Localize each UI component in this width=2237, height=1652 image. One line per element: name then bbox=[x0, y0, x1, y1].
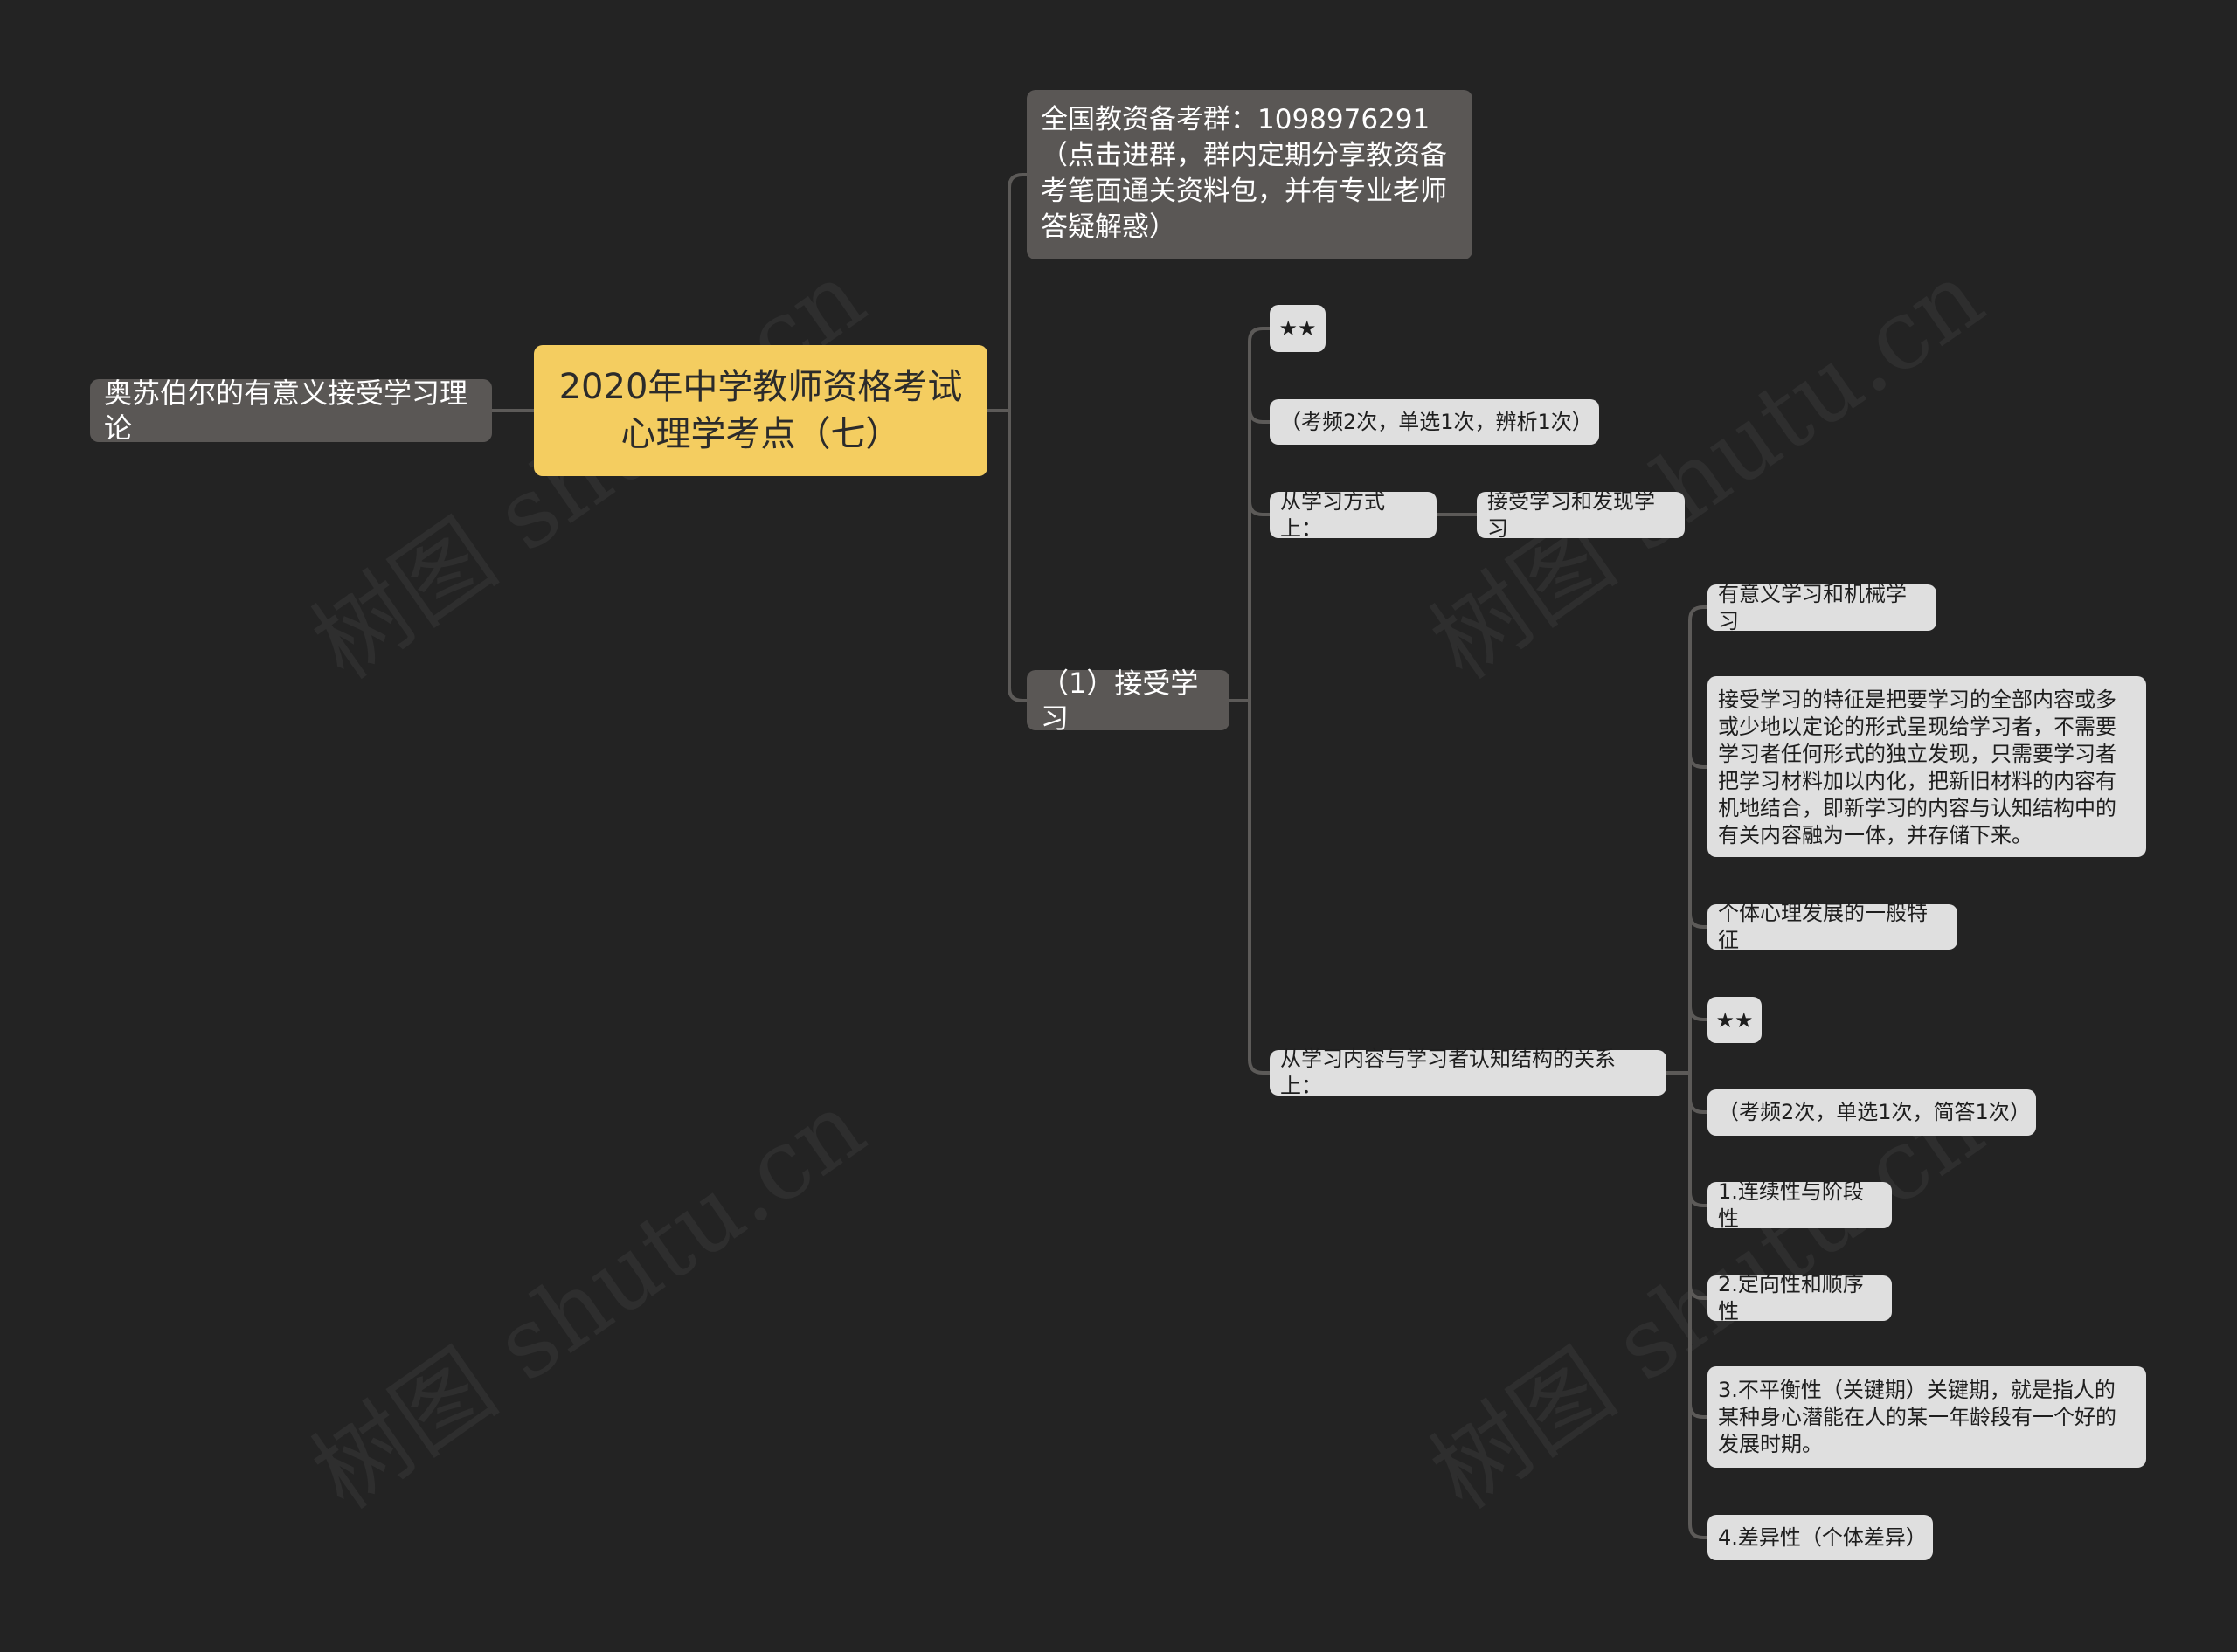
list-item-label: 接受学习的特征是把要学习的全部内容或多或少地以定论的形式呈现给学习者，不需要学习… bbox=[1718, 688, 2116, 847]
by-relation-node[interactable]: 从学习内容与学习者认知结构的关系上： bbox=[1270, 1047, 1666, 1098]
list-item-label: 1.连续性与阶段性 bbox=[1718, 1179, 1864, 1231]
frequency-node-2[interactable]: （考频2次，单选1次，简答1次） bbox=[1707, 1089, 2036, 1136]
left-topic-node[interactable]: 奥苏伯尔的有意义接受学习理论 bbox=[90, 377, 492, 445]
meaningful-rote-node[interactable]: 有意义学习和机械学习 bbox=[1707, 582, 1936, 633]
receive-discovery-node[interactable]: 接受学习和发现学习 bbox=[1477, 489, 1685, 541]
stars-icon: ★★ bbox=[1715, 1007, 1754, 1033]
by-method-label: 从学习方式上： bbox=[1280, 488, 1385, 541]
group-note-node[interactable]: 全国教资备考群：1098976291（点击进群，群内定期分享教资备考笔面通关资料… bbox=[1027, 90, 1472, 259]
stars-icon: ★★ bbox=[1278, 316, 1317, 341]
dev-feature-node[interactable]: 个体心理发展的一般特征 bbox=[1707, 901, 1957, 952]
left-topic-label: 奥苏伯尔的有意义接受学习理论 bbox=[104, 377, 468, 445]
list-item-label: 3.不平衡性（关键期）关键期，就是指人的某种身心潜能在人的某一年龄段有一个好的发… bbox=[1718, 1378, 2116, 1456]
receive-feature-node[interactable]: 接受学习的特征是把要学习的全部内容或多或少地以定论的形式呈现给学习者，不需要学习… bbox=[1707, 676, 2146, 857]
root-title-line1: 2020年中学教师资格考试 bbox=[558, 367, 963, 407]
direction-node[interactable]: 2.定向性和顺序性 bbox=[1707, 1272, 1892, 1324]
list-item-label: 有意义学习和机械学习 bbox=[1718, 581, 1907, 633]
root-topic-node[interactable]: 2020年中学教师资格考试 心理学考点（七） bbox=[534, 345, 987, 476]
list-item-label: 个体心理发展的一般特征 bbox=[1718, 901, 1928, 952]
stars-node[interactable]: ★★ bbox=[1270, 305, 1326, 352]
list-item-label: （考频2次，单选1次，简答1次） bbox=[1718, 1100, 2031, 1124]
frequency-node[interactable]: （考频2次，单选1次，辨析1次） bbox=[1270, 399, 1599, 445]
frequency-label: （考频2次，单选1次，辨析1次） bbox=[1280, 409, 1593, 434]
root-title-line2: 心理学考点（七） bbox=[620, 414, 901, 454]
continuity-node[interactable]: 1.连续性与阶段性 bbox=[1707, 1179, 1892, 1231]
group-note-text: 全国教资备考群：1098976291（点击进群，群内定期分享教资备考笔面通关资料… bbox=[1041, 104, 1447, 243]
receive-learning-node[interactable]: （1）接受学习 bbox=[1027, 667, 1229, 735]
receive-learning-label: （1）接受学习 bbox=[1041, 666, 1199, 735]
by-method-node[interactable]: 从学习方式上： bbox=[1270, 489, 1437, 541]
by-relation-label: 从学习内容与学习者认知结构的关系上： bbox=[1280, 1047, 1616, 1098]
receive-discovery-label: 接受学习和发现学习 bbox=[1487, 488, 1655, 541]
imbalance-node[interactable]: 3.不平衡性（关键期）关键期，就是指人的某种身心潜能在人的某一年龄段有一个好的发… bbox=[1707, 1366, 2146, 1468]
list-item-label: 4.差异性（个体差异） bbox=[1718, 1524, 1927, 1550]
difference-node[interactable]: 4.差异性（个体差异） bbox=[1707, 1515, 1933, 1560]
list-item-label: 2.定向性和顺序性 bbox=[1718, 1272, 1864, 1324]
stars-node-2[interactable]: ★★ bbox=[1707, 997, 1762, 1043]
